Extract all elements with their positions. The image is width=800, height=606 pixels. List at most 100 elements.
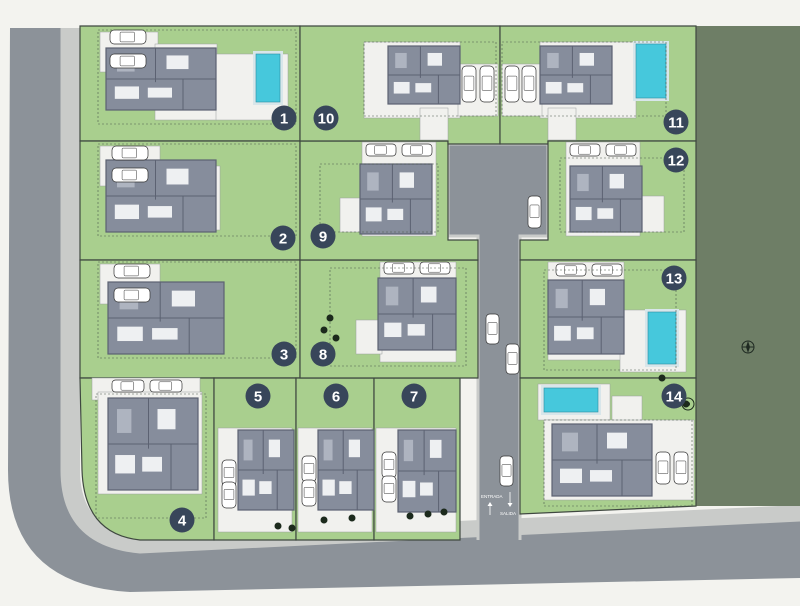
plot-14-pool-icon: [541, 385, 601, 415]
street-car-icon: [505, 343, 520, 375]
plot-9-house[interactable]: [359, 163, 433, 235]
plot-7-car-icon: [381, 475, 397, 503]
plot-5-house[interactable]: [237, 429, 295, 511]
exit-label: SALIDA: [500, 511, 516, 516]
plot-11-car-icon: [521, 65, 537, 103]
plot-9-badge[interactable]: 9: [310, 223, 336, 249]
tree-icon: [320, 326, 328, 334]
plot-12-car-icon: [605, 143, 637, 157]
plot-2-setback: [97, 143, 297, 237]
plot-6-house[interactable]: [317, 429, 375, 511]
plot-12-car-icon: [569, 143, 601, 157]
trees-layer: [274, 314, 695, 532]
tree-icon: [274, 522, 282, 530]
plot-10-house[interactable]: [387, 45, 461, 105]
plot-1-car-icon: [109, 53, 147, 69]
street-car-icon: [527, 195, 542, 229]
plot-13-setback: [543, 269, 677, 371]
plot-7-badge[interactable]: 7: [401, 383, 427, 409]
tree-icon: [658, 374, 666, 382]
tree-icon: [424, 510, 432, 518]
tree-icon: [440, 508, 448, 516]
plot-10-ramp: [419, 107, 449, 141]
features-layer: [91, 29, 695, 533]
perimeter-road: [8, 28, 800, 592]
exit-arrow-icon: [507, 492, 513, 507]
plot-7-car-icon: [381, 451, 397, 479]
tree-icon: [288, 524, 296, 532]
tree-icon: [332, 334, 340, 342]
plot-11-badge[interactable]: 11: [663, 109, 689, 135]
plot-13-pool-icon: [645, 309, 679, 367]
plot-11-car-icon: [504, 65, 520, 103]
tree-icon: [326, 314, 334, 322]
tree-icon: [406, 512, 414, 520]
plot-6-car-icon: [301, 479, 317, 507]
plot-1-pool-icon: [253, 51, 283, 105]
park-area: [696, 26, 800, 506]
plot-14-badge[interactable]: 14: [661, 383, 687, 409]
plot-2-badge[interactable]: 2: [270, 225, 296, 251]
plot-14-car-icon: [673, 451, 689, 485]
plot-3-setback: [97, 261, 297, 359]
plot-2-car-icon: [111, 145, 149, 161]
entry-label: ENTRADA: [481, 494, 503, 499]
street-car-icon: [499, 455, 514, 487]
plot-11-setback: [501, 41, 667, 117]
plot-3-badge[interactable]: 3: [271, 341, 297, 367]
plot-1-badge[interactable]: 1: [271, 105, 297, 131]
plot-8-house[interactable]: [377, 277, 457, 351]
plot-3-car-icon: [113, 287, 151, 303]
plot-number-label: 2: [279, 231, 287, 248]
plot-4-house[interactable]: [107, 397, 199, 491]
plot-8-setback: [329, 267, 467, 367]
tree-icon: [348, 514, 356, 522]
plot-14-car-icon: [655, 451, 671, 485]
plot-14-house[interactable]: [551, 423, 653, 497]
plot-5-badge[interactable]: 5: [245, 383, 271, 409]
plot-13-house[interactable]: [547, 279, 625, 355]
plot-6-car-icon: [301, 455, 317, 483]
plot-12-setback: [559, 157, 685, 233]
plot-11-ramp: [547, 107, 577, 141]
plot-number-label: 3: [280, 347, 288, 364]
plot-7-house[interactable]: [397, 429, 457, 513]
plot-6-badge[interactable]: 6: [323, 383, 349, 409]
plot-10-car-icon: [461, 65, 477, 103]
plot-12-house[interactable]: [569, 165, 643, 233]
plot-number-label: 10: [318, 111, 335, 128]
plot-1-car-icon: [109, 29, 147, 45]
plot-number-label: 5: [254, 389, 262, 406]
plot-8-badge[interactable]: 8: [310, 341, 336, 367]
tree-icon: [320, 516, 328, 524]
plot-14-setback: [543, 419, 693, 507]
plot-4-badge[interactable]: 4: [169, 507, 195, 533]
plot-10-setback: [363, 41, 497, 117]
plot-number-label: 8: [319, 347, 327, 364]
plot-9-car-icon: [365, 143, 397, 157]
plot-number-label: 9: [319, 229, 327, 246]
plot-12-badge[interactable]: 12: [663, 147, 689, 173]
plot-11-house[interactable]: [539, 45, 613, 105]
plot-10-car-icon: [479, 65, 495, 103]
plot-10-badge[interactable]: 10: [313, 105, 339, 131]
plot-4-car-icon: [149, 379, 183, 393]
plot-number-label: 11: [668, 115, 684, 132]
plot-9-car-icon: [401, 143, 433, 157]
plot-number-label: 13: [666, 271, 683, 288]
plot-11-pool-icon: [633, 41, 669, 101]
plot-number-label: 4: [178, 513, 187, 530]
plot-4-setback: [95, 393, 207, 519]
plot-number-label: 1: [280, 111, 288, 128]
plot-number-label: 14: [666, 389, 683, 406]
plot-number-label: 12: [668, 153, 685, 170]
plot-number-label: 7: [410, 389, 418, 406]
plot-13-badge[interactable]: 13: [661, 265, 687, 291]
plot-1-setback: [97, 29, 297, 125]
entry-arrow-icon: [487, 502, 493, 515]
plot-9-setback: [319, 163, 439, 233]
plot-4-car-icon: [111, 379, 145, 393]
street-car-icon: [485, 313, 500, 345]
